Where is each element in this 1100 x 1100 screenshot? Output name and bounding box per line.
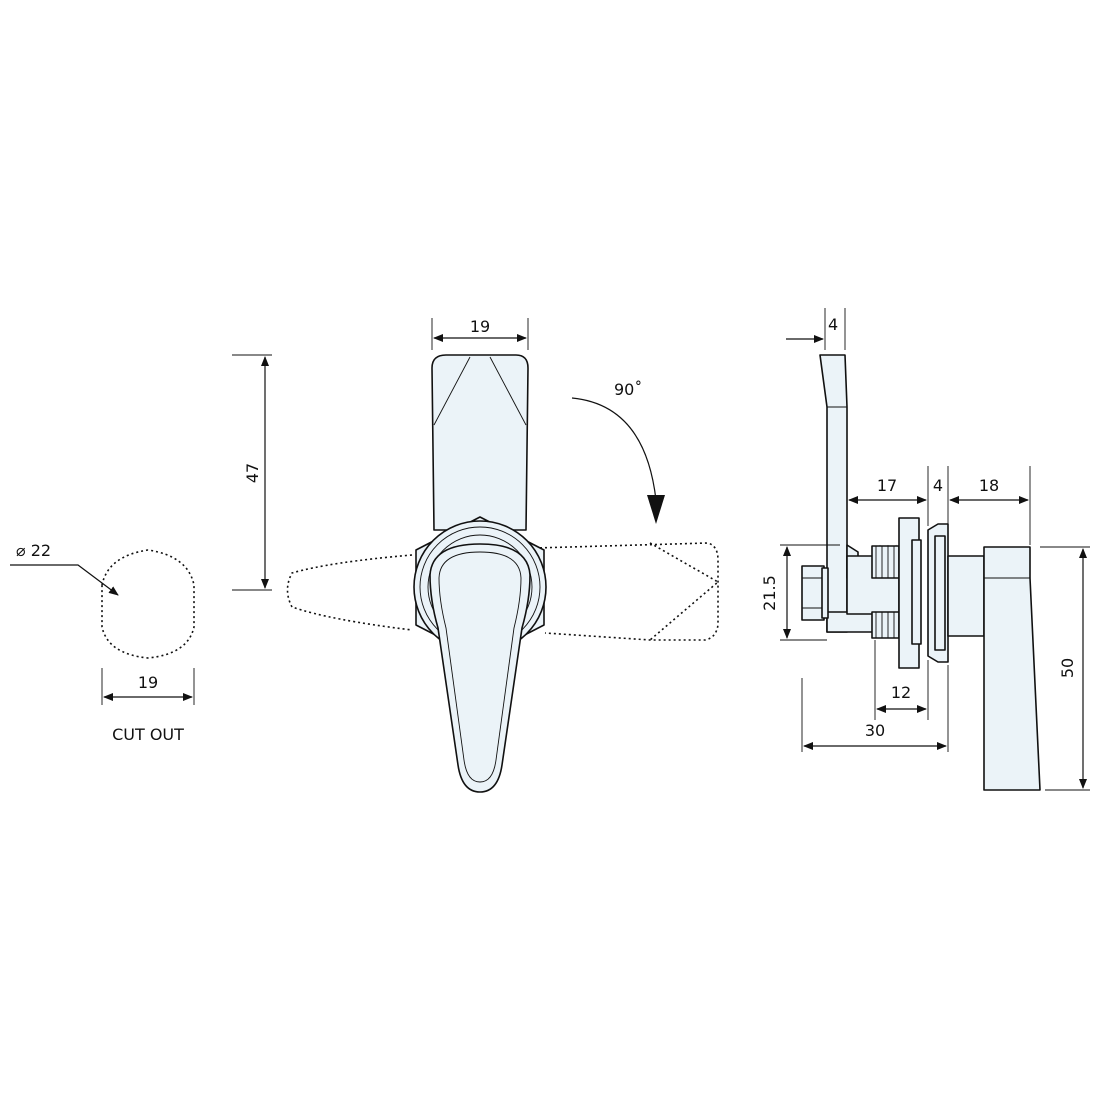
dim4-mid-label: 4 [933, 476, 943, 495]
side-screw-washer [821, 567, 829, 619]
side-thread-lower [871, 611, 900, 639]
dim4-top-label: 4 [828, 315, 838, 334]
rotation-label: 90˚ [614, 380, 642, 399]
side-nut-inner [911, 539, 922, 645]
dim17-label: 17 [877, 476, 897, 495]
side-thread-upper [871, 545, 900, 579]
side-handle [983, 546, 1041, 791]
dim21-label: 21.5 [760, 575, 779, 611]
front-handle-lower [429, 543, 531, 793]
cutout-outline [101, 549, 195, 659]
front-handle-lower-inner [438, 551, 522, 783]
cutout-width-label: 19 [138, 673, 158, 692]
side-flange-inner [934, 535, 946, 651]
rotation-arrow [571, 397, 657, 501]
dim18-label: 18 [979, 476, 999, 495]
cutout-diameter-label: ⌀ 22 [16, 541, 51, 560]
front-handle-top [431, 354, 529, 531]
front-handle-facet-left [433, 356, 471, 426]
front-view: 19 47 90˚ [232, 317, 720, 793]
front-height-label: 47 [243, 463, 262, 483]
front-width-label: 19 [470, 317, 490, 336]
rotated-handle-left [286, 554, 413, 631]
front-handle-facet-right [489, 356, 527, 426]
cutout-view: ⌀ 22 19 CUT OUT [10, 541, 195, 744]
rotation-arrowhead [647, 495, 665, 524]
rotated-handle-right-facet [649, 542, 720, 641]
cutout-diameter-leader [10, 564, 119, 596]
side-body [947, 555, 985, 637]
rotated-handle-right [534, 542, 719, 641]
cutout-caption: CUT OUT [112, 725, 184, 744]
dim12-label: 12 [891, 683, 911, 702]
dim30-label: 30 [865, 721, 885, 740]
thread-lines-lower [875, 612, 895, 638]
dim50-label: 50 [1058, 658, 1077, 678]
thread-lines-upper [875, 546, 895, 578]
side-view: 4 17 4 18 21.5 12 30 50 [760, 308, 1090, 791]
side-screw-head [801, 565, 825, 621]
